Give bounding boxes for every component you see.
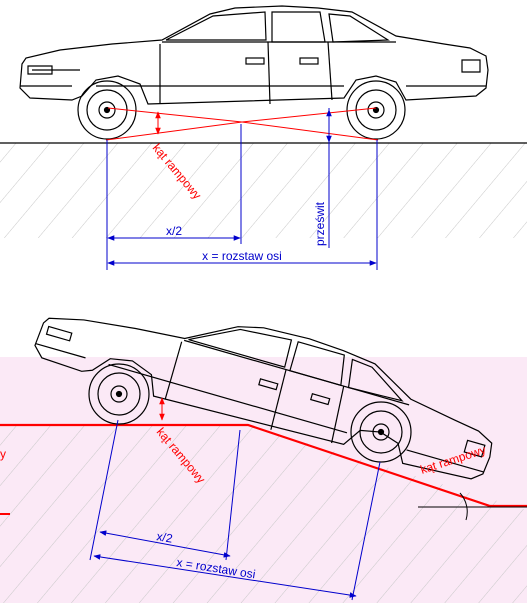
half-wheelbase-label-top: x/2 xyxy=(166,224,182,238)
ground-hatch-top xyxy=(0,143,527,238)
ramp-angle-lines-top xyxy=(105,107,379,141)
slope-angle-arc xyxy=(459,492,468,521)
car-tilted-bottom xyxy=(34,317,493,480)
clearance-label: prześwit xyxy=(313,201,327,246)
dimensions-bottom xyxy=(89,419,381,601)
front-wheel-bottom xyxy=(88,363,150,425)
edge-partial-label: y xyxy=(0,447,6,461)
top-diagram: kąt rampowy x/2 x = rozstaw osi prześwit xyxy=(0,5,527,270)
bottom-diagram: kąt rampowy kąt rampowy y x/2 x = rozsta… xyxy=(0,317,527,603)
rear-wheel-bottom xyxy=(350,401,412,463)
wheelbase-label-top: x = rozstaw osi xyxy=(202,249,282,263)
ground-profile-bottom xyxy=(0,423,527,508)
half-wheelbase-label-bottom: x/2 xyxy=(155,529,174,546)
car-side-view-top xyxy=(19,5,489,105)
dimensions-top xyxy=(106,108,378,270)
